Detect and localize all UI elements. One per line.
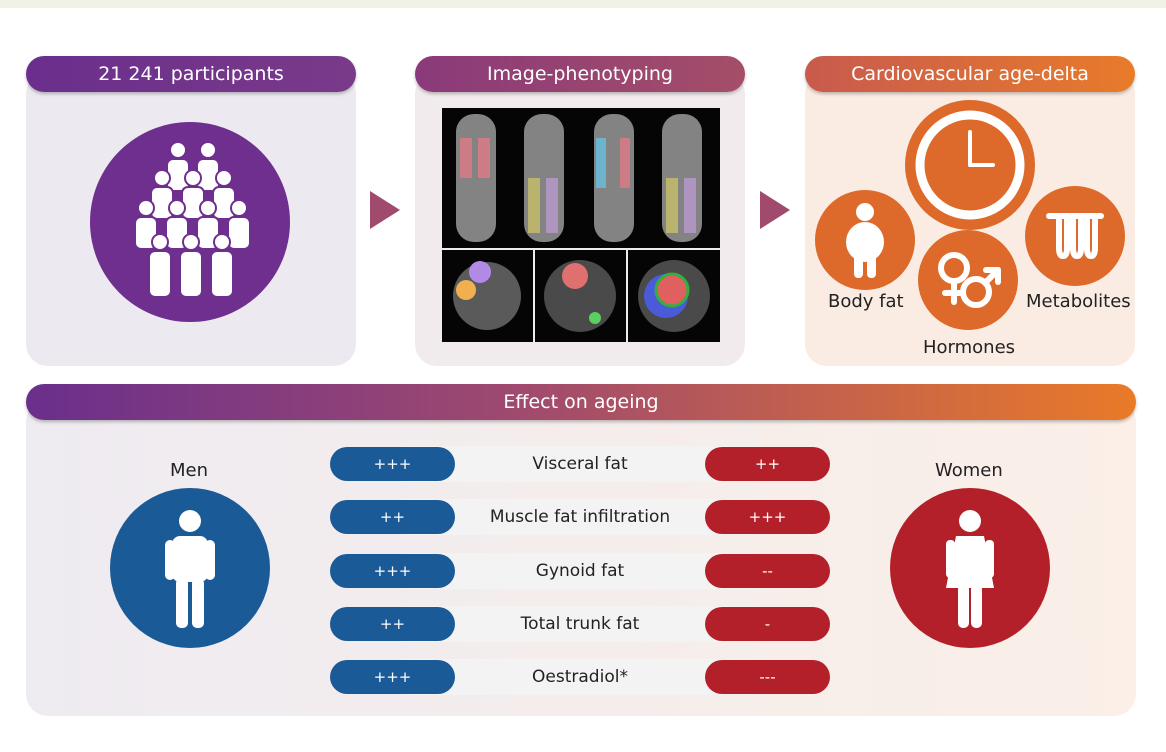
men-effect-pill: +++: [330, 447, 455, 481]
phenotyping-label: Image-phenotyping: [487, 63, 673, 85]
table-row: [400, 606, 760, 642]
man-icon: [165, 510, 215, 628]
flow-arrow-1: [370, 191, 400, 229]
flow-arrow-2: [760, 191, 790, 229]
test-tubes-icon: [1046, 213, 1104, 260]
phenotyping-pill: Image-phenotyping: [415, 56, 745, 92]
bodyfat-label: Body fat: [828, 291, 904, 312]
table-row: [400, 446, 760, 482]
men-effect-pill: +++: [330, 660, 455, 694]
women-effect-pill: +++: [705, 500, 830, 534]
mri-heart-scan-3: [628, 250, 720, 342]
clock-circle: [905, 100, 1035, 230]
metabolites-circle: [1025, 186, 1125, 286]
woman-icon: [946, 510, 994, 628]
women-effect-pill: ++: [705, 447, 830, 481]
metabolites-label: Metabolites: [1026, 291, 1131, 312]
table-row: [400, 553, 760, 589]
men-effect-pill: ++: [330, 500, 455, 534]
hormones-label: Hormones: [923, 337, 1016, 358]
table-row: [400, 499, 760, 535]
agedelta-pill: Cardiovascular age-delta: [805, 56, 1135, 92]
mri-heart-scan-2: [535, 250, 626, 342]
participants-circle: [90, 122, 290, 322]
row-label: Visceral fat: [532, 454, 628, 474]
men-circle: [110, 488, 270, 648]
women-effect-pill: ---: [705, 660, 830, 694]
effect-pill: Effect on ageing: [26, 384, 1136, 420]
mri-heart-scan-1: [442, 250, 533, 342]
men-effect-pill: ++: [330, 607, 455, 641]
women-effect-pill: --: [705, 554, 830, 588]
women-circle: [890, 488, 1050, 648]
top-band: [0, 0, 1166, 8]
agedelta-label: Cardiovascular age-delta: [851, 63, 1089, 85]
participants-label: 21 241 participants: [98, 63, 284, 85]
mri-body-scans: [442, 108, 720, 248]
row-label: Gynoid fat: [535, 561, 625, 581]
men-label: Men: [170, 460, 209, 481]
women-label: Women: [935, 460, 1003, 481]
table-row: [400, 659, 760, 695]
row-label: Oestradiol*: [532, 667, 628, 687]
row-label: Total trunk fat: [520, 614, 640, 634]
participants-pill: 21 241 participants: [26, 56, 356, 92]
people-group-icon: [134, 141, 251, 298]
body-fat-icon: [846, 203, 884, 278]
clock-icon: [915, 110, 1025, 220]
bodyfat-circle: [815, 190, 915, 290]
gender-symbols-icon: [938, 252, 1001, 308]
men-effect-pill: +++: [330, 554, 455, 588]
hormones-circle: [918, 230, 1018, 330]
effect-title: Effect on ageing: [503, 391, 659, 413]
women-effect-pill: -: [705, 607, 830, 641]
row-label: Muscle fat infiltration: [489, 507, 671, 527]
